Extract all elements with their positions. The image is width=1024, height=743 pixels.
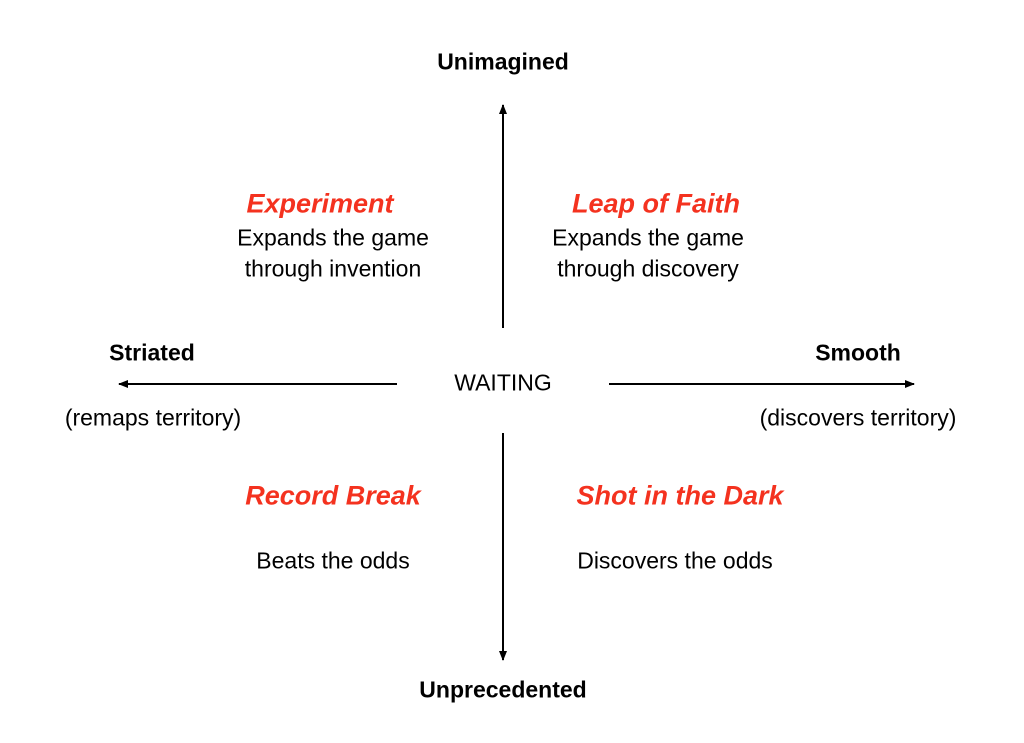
axis-right-label: Smooth — [815, 339, 901, 366]
quadrant-title-record-break: Record Break — [245, 480, 421, 511]
center-label: WAITING — [454, 369, 552, 396]
axis-left-label: Striated — [109, 339, 195, 366]
axis-top-label: Unimagined — [437, 48, 569, 75]
quadrant-desc: Expands the game — [552, 224, 744, 251]
axis-bottom-label: Unprecedented — [419, 676, 587, 703]
quadrant-title-experiment: Experiment — [246, 188, 394, 219]
quadrant-desc: through invention — [244, 255, 422, 282]
axis-left-note: (remaps territory) — [64, 404, 242, 431]
quadrant-title-shot-in-the-dark: Shot in the Dark — [576, 480, 784, 511]
quadrant-desc: Discovers the odds — [577, 547, 773, 574]
quadrant-desc: through discovery — [557, 255, 739, 282]
quadrant-desc: Beats the odds — [256, 547, 410, 574]
quadrant-title-leap-of-faith: Leap of Faith — [572, 188, 740, 219]
quadrant-desc: Expands the game — [237, 224, 429, 251]
axis-right-note: (discovers territory) — [759, 404, 957, 431]
